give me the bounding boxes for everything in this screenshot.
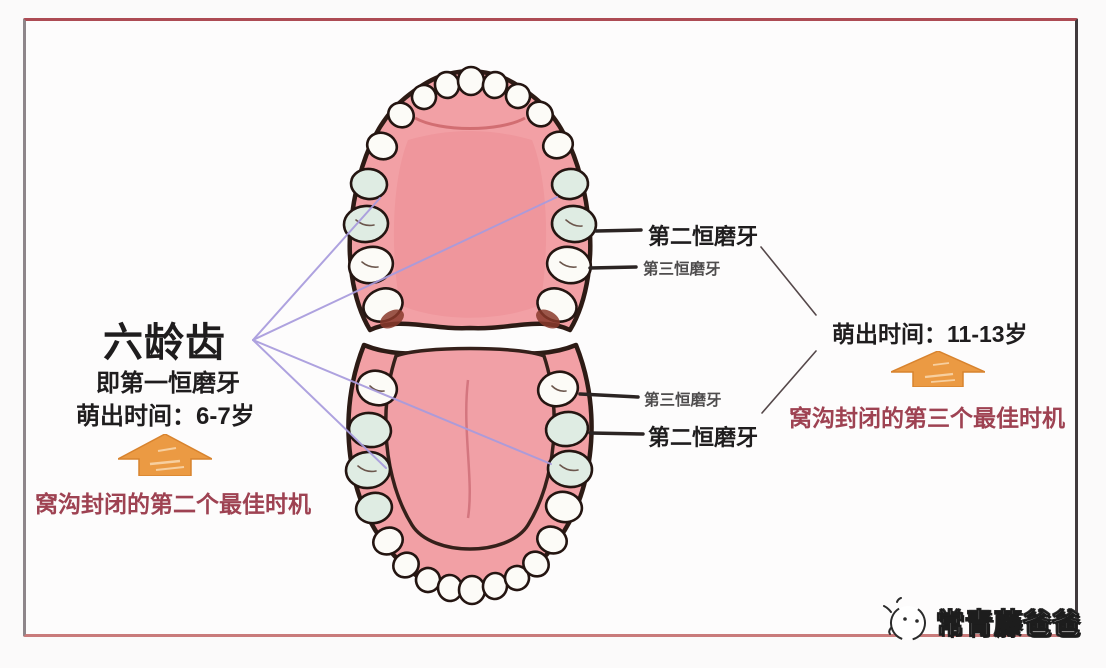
watermark-text: 常青藤爸爸 [935, 608, 1082, 640]
upper-arch [342, 65, 598, 333]
upper-third-molar-label: 第三恒磨牙 [643, 261, 721, 278]
label-leader-lines [578, 228, 645, 436]
annotation-connector-lines [760, 246, 817, 414]
lower-second-molar-label: 第二恒磨牙 [648, 425, 759, 450]
six-year-molar-pointer-lines [252, 196, 558, 469]
six-year-molar-title: 六龄齿 [103, 321, 226, 365]
right-best-time-note: 窝沟封闭的第三个最佳时机 [789, 405, 1065, 431]
upper-second-molar-label: 第二恒磨牙 [648, 224, 759, 249]
right-eruption-time: 萌出时间：11-13岁 [832, 321, 1028, 347]
left-eruption-time: 萌出时间：6-7岁 [76, 403, 255, 430]
six-year-molar-subtitle: 即第一恒磨牙 [96, 370, 240, 397]
lower-arch [344, 342, 594, 606]
ivy-dad-face-icon [883, 597, 926, 641]
lower-third-molar-label: 第三恒磨牙 [644, 392, 722, 409]
left-best-time-note: 窝沟封闭的第二个最佳时机 [35, 491, 311, 517]
up-arrow-icon [891, 351, 985, 387]
up-arrow-icon [118, 434, 212, 476]
